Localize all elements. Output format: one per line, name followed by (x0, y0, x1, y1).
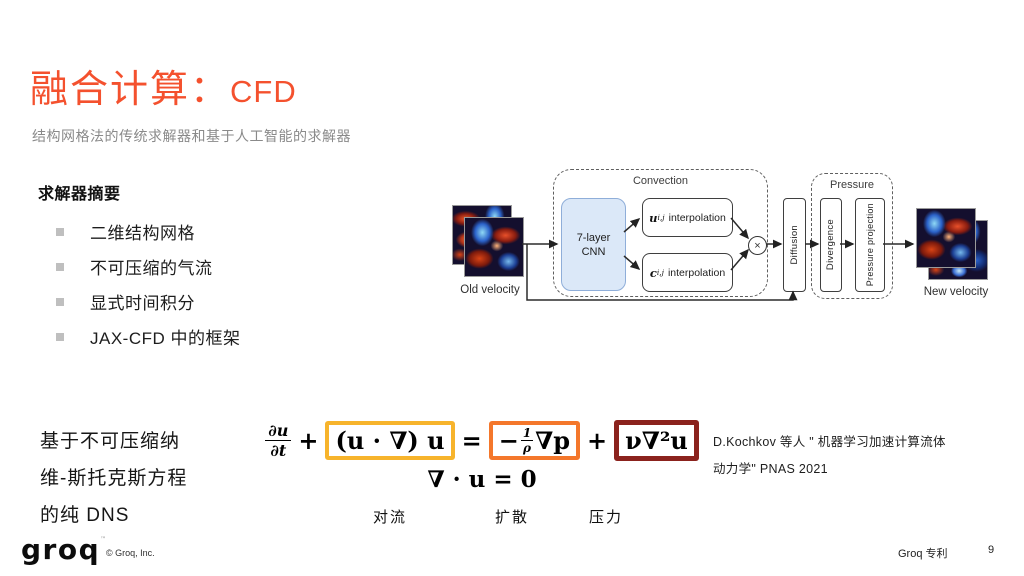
plus-operator: + (587, 426, 608, 455)
statement-line: 维-斯托克斯方程 (40, 468, 188, 489)
grad-p-term: ∇p (535, 426, 571, 455)
groq-logo: groq™ (21, 533, 106, 566)
bullet-square-icon (56, 262, 64, 271)
inverse-density-fraction: 1 ρ (520, 426, 534, 455)
u-interpolation-label: interpolation (668, 211, 726, 224)
u-subscript: i,j (657, 213, 665, 222)
patent-label: Groq 专利 (898, 548, 948, 560)
c-variable: c (649, 265, 657, 280)
pressure-label: Pressure (829, 179, 875, 191)
u-variable: u (649, 210, 658, 225)
new-velocity-image-front (916, 208, 976, 268)
cnn-label-line1: 7-layer (576, 231, 611, 244)
equals-operator: = (461, 426, 482, 455)
convection-term-box: (u · ∇) u (325, 421, 455, 460)
statement-line: 基于不可压缩纳 (40, 431, 181, 452)
convection-label: Convection (632, 175, 689, 187)
c-subscript: i,j (656, 268, 664, 277)
c-interpolation-label: interpolation (667, 266, 726, 279)
statement-text: 基于不可压缩纳 维-斯托克斯方程 的纯 DNS (40, 423, 187, 534)
old-velocity-image-front (464, 217, 524, 277)
pressure-gradient-term-box: − 1 ρ ∇p (488, 421, 581, 460)
pressure-term-label: 压力 (588, 509, 624, 526)
old-velocity-label: Old velocity (460, 284, 520, 296)
bullet-square-icon (56, 332, 64, 341)
bullet-label: 显式时间积分 (90, 294, 195, 313)
summary-heading: 求解器摘要 (38, 186, 121, 203)
page-title-en: CFD (230, 74, 297, 109)
list-item: 不可压缩的气流 (56, 249, 241, 284)
incompressibility-equation: ∇ · u = 0 (427, 466, 537, 493)
diffusion-term-label: 扩散 (494, 509, 530, 526)
bullet-list: 二维结构网格 不可压缩的气流 显式时间积分 JAX-CFD 中的框架 (56, 214, 241, 354)
viscous-term-box: ν∇²u (614, 420, 699, 461)
plus-operator: + (298, 426, 319, 455)
pressure-projection-box: Pressure projection (855, 198, 885, 292)
multiply-node: × (748, 236, 767, 255)
cnn-box: 7-layer CNN (561, 198, 626, 291)
bullet-label: 不可压缩的气流 (90, 259, 213, 278)
statement-line: 的纯 DNS (40, 505, 130, 526)
copyright-text: © Groq, Inc. (106, 548, 155, 558)
list-item: JAX-CFD 中的框架 (56, 319, 241, 354)
convection-group: Convection (553, 169, 768, 297)
page-title-zh: 融合计算： (30, 69, 231, 111)
cnn-label-line2: CNN (581, 245, 606, 258)
navier-stokes-equation: ∂u ∂t + (u · ∇) u = − 1 ρ ∇p + ν∇²u ∇ · … (265, 420, 699, 493)
citation-line: 动力学" PNAS 2021 (713, 462, 828, 476)
groq-wordmark: groq (21, 533, 101, 566)
convection-term-label: 对流 (372, 509, 408, 526)
new-velocity-label: New velocity (923, 286, 989, 298)
page-title: 融合计算：CFD (30, 58, 297, 113)
flow-arrows (522, 217, 915, 301)
divergence-box: Divergence (820, 198, 842, 292)
equation-line1: ∂u ∂t + (u · ∇) u = − 1 ρ ∇p + ν∇²u (265, 420, 699, 461)
bullet-label: 二维结构网格 (90, 224, 195, 243)
page-subtitle: 结构网格法的传统求解器和基于人工智能的求解器 (32, 128, 351, 144)
bullet-square-icon (56, 297, 64, 306)
bullet-square-icon (56, 227, 64, 236)
time-derivative-fraction: ∂u ∂t (265, 421, 292, 460)
multiply-icon: × (754, 239, 761, 252)
trademark-icon: ™ (100, 536, 107, 543)
pressure-group: Pressure (811, 173, 893, 299)
bullet-label: JAX-CFD 中的框架 (90, 329, 241, 348)
list-item: 二维结构网格 (56, 214, 241, 249)
minus-sign: − (498, 426, 519, 455)
page-number: 9 (988, 544, 995, 556)
list-item: 显式时间积分 (56, 284, 241, 319)
citation-line: D.Kochkov 等人 " 机器学习加速计算流体 (713, 435, 946, 449)
citation: D.Kochkov 等人 " 机器学习加速计算流体 动力学" PNAS 2021 (713, 429, 946, 483)
